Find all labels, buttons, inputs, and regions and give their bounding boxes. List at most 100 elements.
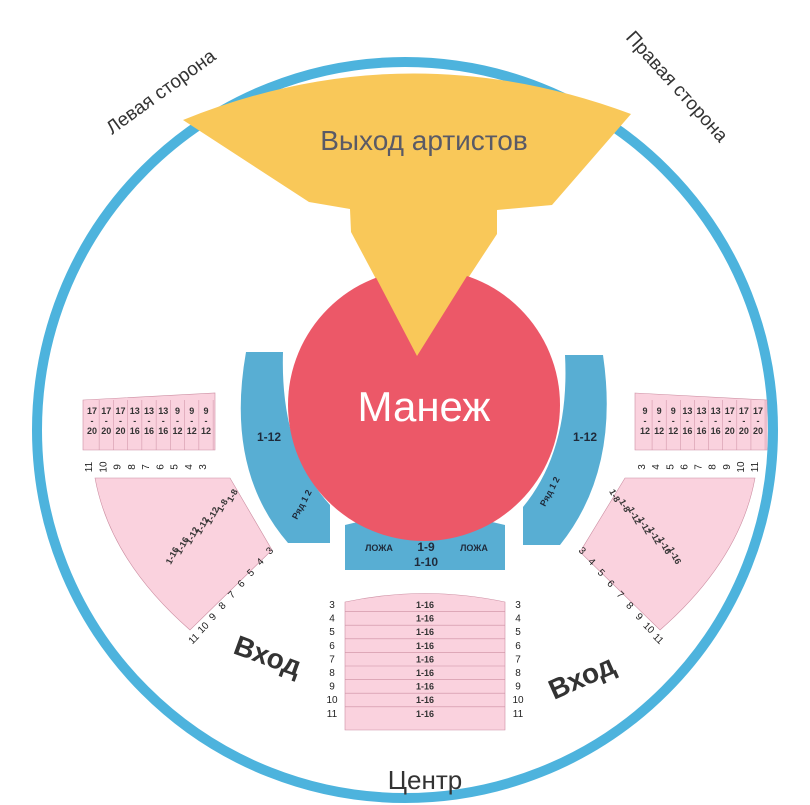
left-box-range: 1-12 (257, 430, 281, 444)
center-row-seats: 1-16 (416, 641, 434, 651)
upper-left-seats: 1117-201017-20917-20813-16713-16613-1659… (84, 400, 214, 473)
upper-right-seat-bottom: 20 (725, 426, 735, 436)
upper-right-seat-top: 13 (696, 406, 706, 416)
center-row-number-left: 5 (329, 627, 335, 638)
upper-left-seat-bottom: 16 (130, 426, 140, 436)
upper-left-seat-dash: - (162, 416, 165, 426)
upper-left-seat-bottom: 12 (187, 426, 197, 436)
upper-right-row-number: 3 (637, 464, 648, 470)
center-row-seats: 1-16 (416, 668, 434, 678)
upper-right-row-number: 9 (722, 464, 733, 470)
center-row-number-right: 10 (512, 695, 524, 706)
upper-right-seat-bottom: 12 (654, 426, 664, 436)
upper-right-seat-dash: - (728, 416, 731, 426)
upper-left-seat-dash: - (148, 416, 151, 426)
center-row-number-left: 6 (329, 641, 335, 652)
upper-right-seat-top: 9 (657, 406, 662, 416)
right-box-range: 1-12 (573, 430, 597, 444)
center-row-seats: 1-16 (416, 614, 434, 624)
upper-left-row-number: 10 (98, 461, 109, 473)
upper-left-row-number: 7 (141, 464, 152, 470)
right-lower-row-number: 8 (623, 600, 635, 612)
right-lower-row-number: 9 (633, 611, 645, 623)
upper-left-seat-bottom: 20 (101, 426, 111, 436)
upper-left-seat-bottom: 12 (201, 426, 211, 436)
upper-left-seat-top: 13 (158, 406, 168, 416)
upper-right-seat-bottom: 12 (640, 426, 650, 436)
center-row-number-right: 5 (515, 627, 521, 638)
center-row-number-right: 6 (515, 641, 521, 652)
upper-right-seat-dash: - (757, 416, 760, 426)
lower-left-block-shape (94, 477, 273, 631)
left-lower-row-number: 10 (196, 620, 212, 636)
upper-right-seat-bottom: 12 (668, 426, 678, 436)
upper-left-seat-top: 13 (144, 406, 154, 416)
upper-left-row-number: 8 (127, 464, 138, 470)
upper-right-seat-top: 9 (671, 406, 676, 416)
upper-right-seat-bottom: 16 (696, 426, 706, 436)
center-box-left-label: ЛОЖА (365, 543, 393, 553)
entrance-right-label: Вход (544, 649, 620, 706)
upper-right-seat-dash: - (714, 416, 717, 426)
upper-right-seat-top: 17 (739, 406, 749, 416)
right-lower-row-number: 11 (650, 632, 665, 647)
center-row-seats: 1-16 (416, 682, 434, 692)
upper-right-row-number: 4 (651, 464, 662, 470)
upper-left-seat-top: 17 (87, 406, 97, 416)
center-row-seats: 1-16 (416, 709, 434, 719)
upper-left-seat-top: 9 (175, 406, 180, 416)
center-row-number-right: 9 (515, 682, 521, 693)
upper-right-seat-bottom: 16 (682, 426, 692, 436)
left-lower-row-number: 11 (187, 631, 202, 646)
left-lower-row-number: 8 (217, 600, 229, 612)
center-row-number-right: 11 (513, 709, 524, 720)
outer-ring (32, 57, 778, 803)
upper-left-seat-dash: - (91, 416, 94, 426)
right-box-section (523, 355, 607, 545)
upper-left-seat-top: 17 (115, 406, 125, 416)
center-label: Центр (388, 765, 462, 795)
upper-right-seats: 39-1249-1259-12613-16713-16813-16917-201… (637, 400, 766, 473)
upper-left-row-number: 6 (155, 464, 166, 470)
center-row-number-left: 8 (329, 668, 335, 679)
upper-right-row-number: 7 (694, 464, 705, 470)
artists-exit-label: Выход артистов (320, 125, 528, 156)
artists-exit-tip (371, 268, 472, 356)
upper-left-seat-bottom: 12 (172, 426, 182, 436)
center-row-number-left: 11 (327, 709, 338, 720)
upper-left-seat-dash: - (176, 416, 179, 426)
center-row-seats: 1-16 (416, 695, 434, 705)
center-row-number-right: 4 (515, 614, 521, 625)
upper-left-seat-dash: - (190, 416, 193, 426)
upper-right-row-number: 8 (708, 464, 719, 470)
center-row-number-right: 8 (515, 668, 521, 679)
center-row-number-left: 3 (329, 600, 335, 611)
upper-right-seat-dash: - (742, 416, 745, 426)
left-box-section (240, 352, 330, 543)
upper-left-row-number: 5 (170, 464, 181, 470)
arena-label: Манеж (358, 383, 491, 430)
upper-right-row-number: 5 (665, 464, 676, 470)
upper-left-seat-top: 9 (203, 406, 208, 416)
center-box-right-label: ЛОЖА (460, 543, 488, 553)
upper-right-seat-top: 17 (725, 406, 735, 416)
center-row-seats: 1-16 (416, 600, 434, 610)
center-block-shape (344, 593, 506, 731)
upper-left-seat-top: 13 (130, 406, 140, 416)
upper-right-row-number: 11 (750, 461, 761, 472)
upper-right-seat-dash: - (644, 416, 647, 426)
upper-right-block-shape (634, 392, 768, 451)
right-side-label: Правая сторона (621, 27, 732, 147)
artists-exit-area (183, 73, 631, 356)
entrance-left-label: Вход (230, 630, 306, 683)
left-lower-row-number: 9 (207, 611, 219, 623)
center-row-seats: 1-16 (416, 627, 434, 637)
upper-right-seat-bottom: 16 (711, 426, 721, 436)
upper-right-seat-dash: - (672, 416, 675, 426)
lower-right-block-shape (579, 477, 756, 631)
upper-left-seat-bottom: 20 (115, 426, 125, 436)
